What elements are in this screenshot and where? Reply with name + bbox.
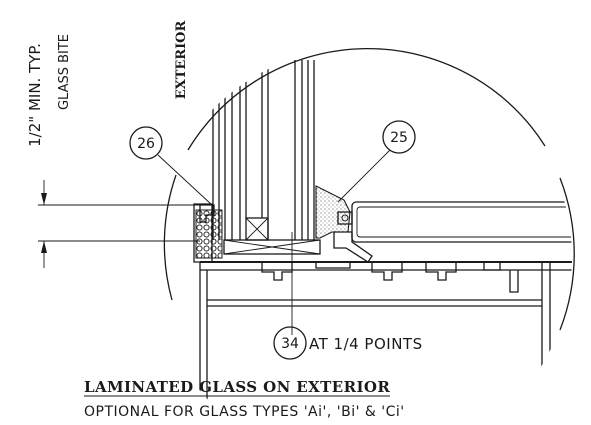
dimension-label: GLASS BITE [57, 34, 72, 110]
dimension-value: 1/2" MIN. TYP. [26, 43, 44, 147]
exterior-label: EXTERIOR [174, 21, 189, 100]
callout-25: 25 [382, 120, 416, 154]
exterior-gasket [193, 203, 223, 263]
glass-bite-dimension [38, 180, 200, 268]
caption-title: LAMINATED GLASS ON EXTERIOR [84, 378, 390, 396]
callout-34: 34 AT 1/4 POINTS [273, 326, 423, 360]
leader-lines [157, 149, 391, 335]
setting-block [223, 239, 321, 255]
callout-26-number: 26 [137, 136, 155, 152]
callout-34-note: AT 1/4 POINTS [309, 335, 423, 353]
callout-26: 26 [129, 126, 163, 160]
spacer-block [245, 217, 269, 241]
callout-34-number: 34 [281, 336, 299, 352]
detail-circle-outline [163, 47, 575, 331]
callout-25-number: 25 [390, 130, 408, 146]
caption: LAMINATED GLASS ON EXTERIOR OPTIONAL FOR… [84, 378, 405, 420]
glass-unit [212, 60, 315, 240]
caption-subtitle: OPTIONAL FOR GLASS TYPES 'Ai', 'Bi' & 'C… [84, 404, 405, 420]
